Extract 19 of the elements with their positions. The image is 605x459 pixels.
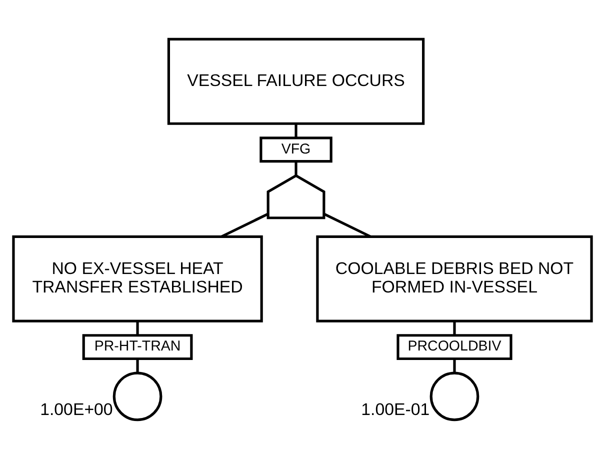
connector	[221, 212, 269, 238]
node-box: NO EX-VESSEL HEAT TRANSFER ESTABLISHED	[12, 235, 263, 322]
node-box: VESSEL FAILURE OCCURS	[167, 38, 425, 125]
connector	[294, 124, 298, 138]
connector	[136, 321, 139, 336]
node-circle	[112, 372, 162, 422]
connector	[453, 321, 456, 336]
connector	[323, 212, 371, 238]
node-label: 1.00E-01	[361, 400, 430, 420]
connector	[294, 162, 298, 176]
node-box: PRCOOLDBIV	[396, 334, 512, 360]
node-box: COOLABLE DEBRIS BED NOT FORMED IN-VESSEL	[316, 235, 593, 322]
node-box: VFG	[260, 136, 332, 163]
node-gate	[266, 174, 326, 220]
node-label: 1.00E+00	[40, 400, 113, 420]
connector	[453, 359, 456, 373]
node-circle	[430, 372, 480, 422]
connector	[136, 359, 139, 373]
node-box: PR-HT-TRAN	[82, 334, 193, 360]
